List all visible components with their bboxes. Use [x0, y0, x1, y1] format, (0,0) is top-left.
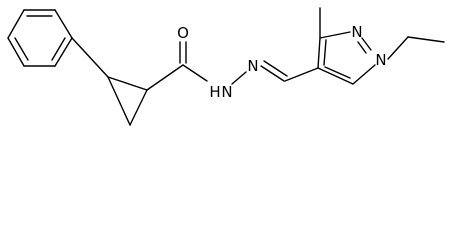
- amide-bond: [182, 64, 208, 82]
- ethyl-group: [387, 36, 445, 60]
- cyclopropane-ring: [107, 76, 148, 126]
- cyclopropyl-carbonyl-bond: [146, 64, 184, 91]
- hydrazone-n-n-bond: [231, 71, 247, 85]
- atom-label-oxygen: O: [177, 24, 189, 42]
- atom-label-pyrazole-n1: N: [375, 51, 386, 69]
- molecule-diagram: O H N N N N: [7, 7, 445, 126]
- imine-double-bond: [260, 60, 288, 82]
- phenyl-ring: [7, 9, 73, 67]
- pyrazole-ring: [317, 31, 376, 85]
- carbonyl-double-bond: [179, 41, 187, 64]
- atom-label-amide-nitrogen: N: [221, 83, 232, 101]
- methine-pyrazole-bond: [284, 67, 319, 82]
- phenyl-cyclopropyl-bond: [71, 37, 109, 78]
- atom-label-imine-nitrogen: N: [247, 57, 258, 75]
- atom-label-pyrazole-n2: N: [351, 23, 362, 41]
- atom-label-amide-h: H: [209, 83, 220, 101]
